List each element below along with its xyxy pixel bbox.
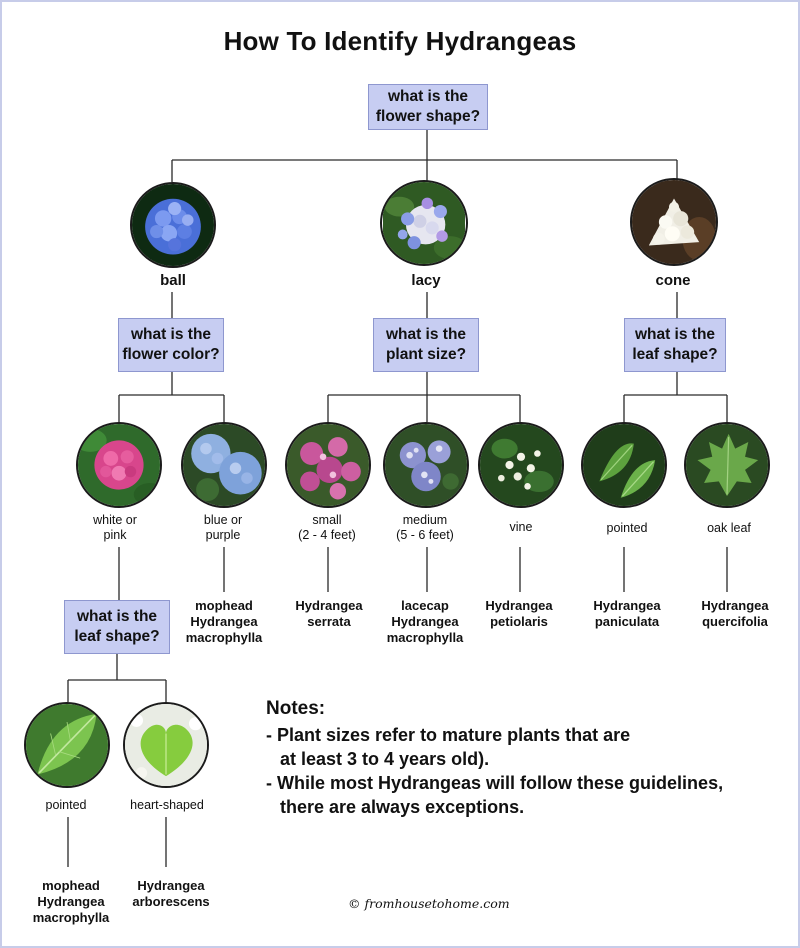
question-flower-color: what is the flower color? [118,318,224,372]
photo-lacy-hydrangea [380,180,468,266]
question-line: what is the [130,326,212,343]
shape-label-ball: ball [160,272,186,289]
photo-pointed-leaf [581,422,667,508]
result-line: lacecap [401,598,449,613]
result-line: Hydrangea [593,598,661,613]
photo-heart-leaf [123,702,209,788]
photo-blue-purple [181,422,267,508]
note-line: - While most Hydrangeas will follow thes… [266,773,724,793]
option-oak-leaf: oak leaf [707,521,751,535]
result-mophead-blue: mophead Hydrangea macrophylla [186,598,263,646]
result-line: Hydrangea [190,614,258,629]
question-leaf-shape-white: what is the leaf shape? [64,600,170,654]
result-line: macrophylla [32,910,110,925]
result-line: petiolaris [490,614,548,629]
question-line: what is the [385,326,467,343]
photo-oak-leaf [684,422,770,508]
result-line: Hydrangea [137,878,205,893]
result-quercifolia: Hydrangea quercifolia [701,598,768,630]
result-mophead-white: mophead Hydrangea macrophylla [33,878,110,926]
question-line: what is the [387,88,469,105]
note-line: at least 3 to 4 years old). [280,749,490,769]
result-petiolaris: Hydrangea petiolaris [485,598,552,630]
note-2: - While most Hydrangeas will follow thes… [266,771,786,819]
result-line: mophead [42,878,100,893]
question-plant-size: what is the plant size? [373,318,479,372]
result-serrata: Hydrangea serrata [295,598,362,630]
option-line: pink [103,528,127,542]
result-line: arborescens [132,894,210,909]
result-line: Hydrangea [701,598,769,613]
photo-vine [478,422,564,508]
option-line: blue or [203,513,243,527]
question-line: flower shape? [375,108,481,125]
photo-cone-hydrangea [630,178,718,266]
page-title: How To Identify Hydrangeas [223,26,577,56]
site-credit: © fromhousetohome.com [348,896,510,911]
question-line: leaf shape? [74,628,160,645]
question-flower-shape: what is the flower shape? [368,84,488,130]
result-lacecap: lacecap Hydrangea macrophylla [387,598,464,646]
question-leaf-shape-cone: what is the leaf shape? [624,318,726,372]
notes-heading: Notes: [266,698,326,719]
result-line: serrata [307,614,351,629]
option-medium: medium (5 - 6 feet) [396,513,454,543]
shape-label-lacy: lacy [411,272,441,289]
photo-pointed-leaf-2 [24,702,110,788]
option-line: medium [402,513,448,527]
question-line: plant size? [385,346,467,363]
photo-white-pink [76,422,162,508]
result-line: Hydrangea [37,894,105,909]
option-white-pink: white or pink [93,513,137,543]
option-line: white or [93,513,137,527]
option-small: small (2 - 4 feet) [298,513,356,543]
option-pointed-cone: pointed [606,521,648,535]
result-line: Hydrangea [391,614,459,629]
option-line: (5 - 6 feet) [396,528,454,542]
result-line: macrophylla [386,630,464,645]
option-heart-shaped: heart-shaped [130,798,204,812]
note-1: - Plant sizes refer to mature plants tha… [266,723,786,771]
option-blue-purple: blue or purple [204,513,242,543]
photo-ball-hydrangea [130,182,216,268]
photo-small [285,422,371,508]
option-line: purple [205,528,241,542]
result-line: macrophylla [185,630,263,645]
result-line: paniculata [594,614,660,629]
option-pointed-white: pointed [45,798,87,812]
question-line: what is the [76,608,158,625]
question-line: leaf shape? [632,346,718,363]
notes-block: Notes: - Plant sizes refer to mature pla… [266,697,786,819]
option-line: small [312,513,342,527]
question-line: what is the [634,326,716,343]
shape-label-cone: cone [655,272,691,289]
option-line: (2 - 4 feet) [298,528,356,542]
result-line: quercifolia [702,614,768,629]
option-vine: vine [509,520,533,534]
result-line: Hydrangea [295,598,363,613]
note-line: - Plant sizes refer to mature plants tha… [266,725,631,745]
result-paniculata: Hydrangea paniculata [593,598,660,630]
note-line: there are always exceptions. [280,797,525,817]
photo-medium [383,422,469,508]
result-line: Hydrangea [485,598,553,613]
question-line: flower color? [122,346,220,363]
result-line: mophead [195,598,253,613]
result-arborescens: Hydrangea arborescens [132,878,209,910]
